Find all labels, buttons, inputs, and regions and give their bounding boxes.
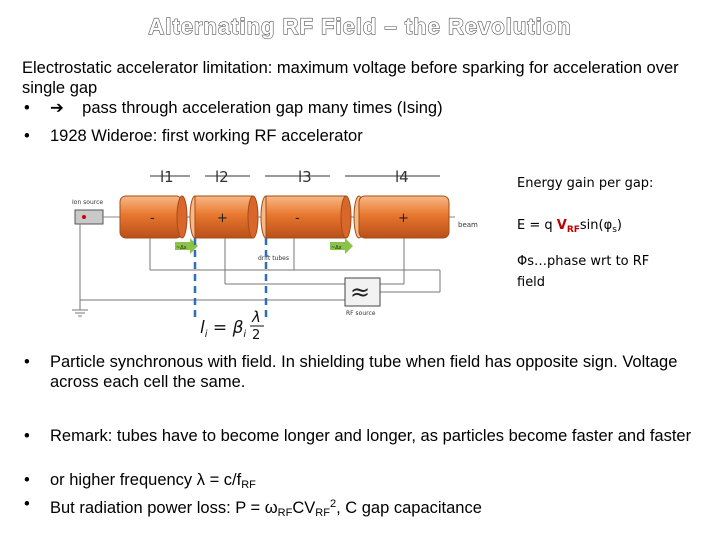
phase-note-line2: field <box>517 275 546 290</box>
arrow-icon: ➔ <box>50 99 64 117</box>
energy-formula: E = q VRFsin(φs) <box>517 216 622 240</box>
l4-label: l4 <box>395 168 409 186</box>
rf-source-label: RF source <box>346 310 376 317</box>
intro-text: Electrostatic accelerator limitation: ma… <box>22 59 679 97</box>
field-arrows <box>175 238 353 254</box>
radiation-mid: CV <box>292 499 316 517</box>
slide-title: Alternating RF Field – the Revolution <box>148 13 572 39</box>
ion-source-box <box>74 209 104 225</box>
formula-i: i <box>205 329 208 340</box>
arrow-label-2: ~Δx <box>331 245 342 251</box>
formula-rf-sub: RF <box>566 225 580 235</box>
sign-4: + <box>398 211 409 226</box>
bullet-dot: • <box>24 495 30 513</box>
drift-tubes-label: drift tubes <box>258 255 289 262</box>
formula-sin: sin(φ <box>579 218 613 233</box>
formula-s-sub: s <box>612 225 617 235</box>
radiation-pre: But radiation power loss: P = ω <box>50 499 278 517</box>
formula-eq: = β <box>208 318 244 338</box>
rf-source-symbol: ≈ <box>350 278 370 306</box>
bullet-2-text: 1928 Wideroe: first working RF accelerat… <box>50 127 363 145</box>
ion-source-label: Ion source <box>72 199 103 206</box>
rf-wiring <box>72 224 441 317</box>
bullet-radiation: But radiation power loss: P = ωRFCVRF2, … <box>50 494 715 523</box>
cell-length-formula: li = βi λ 2 <box>200 308 264 340</box>
bullet-frequency: or higher frequency λ = c/fRF <box>50 470 715 495</box>
l2-label: l2 <box>215 168 229 186</box>
frequency-text: or higher frequency λ = c/f <box>50 471 242 489</box>
bullet-dot: • <box>24 127 30 145</box>
gap-markers <box>193 238 268 320</box>
radiation-sup: 2 <box>329 498 337 510</box>
bullet-dot: • <box>24 99 30 117</box>
bullet-dot: • <box>24 471 30 489</box>
svg-text:li = βi: li = βi <box>200 318 246 340</box>
energy-gain-label: Energy gain per gap: <box>517 176 654 191</box>
formula-prefix: E = q <box>517 218 557 233</box>
formula-i2: i <box>243 329 246 340</box>
formula-two: 2 <box>252 328 260 340</box>
l1-label: l1 <box>160 168 174 186</box>
sign-1: - <box>150 211 155 226</box>
bullet-dot: • <box>24 353 30 371</box>
formula-lambda: λ <box>251 308 261 326</box>
l3-label: l3 <box>298 168 312 186</box>
sign-2: + <box>217 211 228 226</box>
radiation-post: , C gap capacitance <box>336 499 482 517</box>
bullet-1-content: ➔ pass through acceleration gap many tim… <box>50 98 443 118</box>
bullet-dot: • <box>24 427 30 445</box>
formula-v: V <box>556 218 567 233</box>
ion-source-dot <box>82 215 86 219</box>
formula-l: l <box>200 318 205 338</box>
formula-close: ) <box>616 218 622 233</box>
sign-3: - <box>295 211 300 226</box>
drift-tubes <box>119 195 450 239</box>
radiation-sub1: RF <box>277 507 293 519</box>
beam-label: beam <box>458 221 478 229</box>
frequency-sub: RF <box>241 479 256 491</box>
bullet-remark: Remark: tubes have to become longer and … <box>50 427 692 445</box>
bullet-synchronous: Particle synchronous with field. In shie… <box>50 353 678 391</box>
radiation-sub2: RF <box>315 507 330 519</box>
bullet-1-text: pass through acceleration gap many times… <box>82 99 443 117</box>
rf-source-box <box>344 277 381 307</box>
phase-note-line1: Φs…phase wrt to RF <box>517 254 650 269</box>
wideroe-diagram: l1 l2 l3 l4 Ion source beam - + - + ~Δx … <box>72 168 478 340</box>
arrow-label-1: ~Δx <box>176 245 187 251</box>
